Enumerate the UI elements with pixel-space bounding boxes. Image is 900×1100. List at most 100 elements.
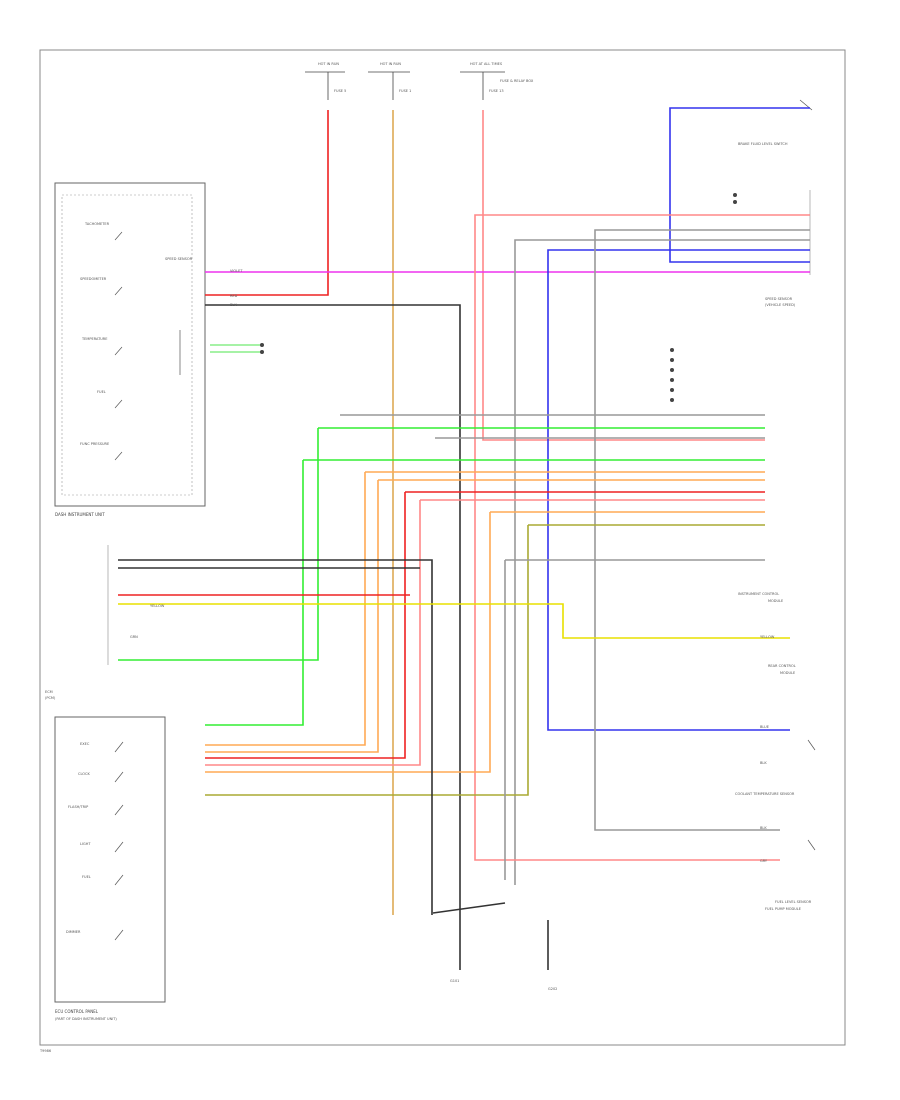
wire-yellow-2 xyxy=(118,603,790,639)
svg-text:FLASH/TRIP: FLASH/TRIP xyxy=(68,805,88,809)
wire-gray-5 xyxy=(504,559,765,880)
panel-switch-dimmer: DIMMER xyxy=(66,929,124,941)
speed-sensor: SPEED SENSOR (VEHICLE SPEED) xyxy=(765,297,796,307)
dash-gauge-tachometer: TACHOMETER xyxy=(84,222,123,241)
connector-dot xyxy=(670,378,674,382)
wire-orange-2 xyxy=(205,479,765,753)
svg-text:FUEL: FUEL xyxy=(82,875,91,879)
svg-text:HOT IN RUN: HOT IN RUN xyxy=(318,62,339,66)
connector-dot xyxy=(670,368,674,372)
rear-control-module: REAR CONTROL MODULE xyxy=(768,664,796,675)
svg-text:HOT IN RUN: HOT IN RUN xyxy=(380,62,401,66)
svg-text:BLUE: BLUE xyxy=(760,725,769,729)
instrument-control-module: INSTRUMENT CONTROL MODULE xyxy=(738,190,811,603)
connector-dot xyxy=(260,343,264,347)
fuse-right: HOT AT ALL TIMES FUSE 13 FUSE & RELAY BO… xyxy=(460,62,534,100)
wire-labels: VIOLET RED BLK YELLOW GRN YELLOW BLUE BL… xyxy=(130,269,775,863)
svg-text:FUEL PUMP MODULE: FUEL PUMP MODULE xyxy=(765,907,801,911)
svg-text:MODULE: MODULE xyxy=(780,671,795,675)
svg-text:(PART OF DASH INSTRUMENT UNIT): (PART OF DASH INSTRUMENT UNIT) xyxy=(55,1017,117,1021)
brake-fluid-switch: BRAKE FLUID LEVEL SWITCH xyxy=(738,99,813,146)
wire-blue-brake xyxy=(669,107,810,263)
connector-dot xyxy=(670,348,674,352)
svg-text:TEMPERATURE: TEMPERATURE xyxy=(81,337,107,341)
svg-text:HOT AT ALL TIMES: HOT AT ALL TIMES xyxy=(470,62,503,66)
dash-gauge-func-pressure: FUNC PRESSURE xyxy=(80,442,123,461)
connector-dot xyxy=(733,200,737,204)
panel-switch-flash-trip: FLASH/TRIP xyxy=(68,804,124,816)
svg-text:G101: G101 xyxy=(450,979,459,983)
connector-dot xyxy=(670,388,674,392)
svg-text:G202: G202 xyxy=(548,987,557,991)
svg-text:GRY: GRY xyxy=(760,859,768,863)
connector-dot xyxy=(670,398,674,402)
svg-text:DASH INSTRUMENT UNIT: DASH INSTRUMENT UNIT xyxy=(55,512,105,517)
coolant-temp-sensor: COOLANT TEMPERATURE SENSOR xyxy=(735,739,816,796)
data-link-connector: ECM (PCM) xyxy=(45,545,109,700)
panel-switch-exec: EXEC xyxy=(80,741,124,753)
svg-text:MODULE: MODULE xyxy=(768,599,783,603)
svg-text:LIGHT: LIGHT xyxy=(80,842,91,846)
wire-black-ground xyxy=(205,304,461,920)
svg-text:(PCM): (PCM) xyxy=(45,696,56,700)
wire-layer xyxy=(118,107,810,970)
wire-blue-coolant xyxy=(547,249,810,731)
svg-text:BLK: BLK xyxy=(760,761,767,765)
connector-dot xyxy=(733,193,737,197)
svg-text:GRN: GRN xyxy=(130,635,138,639)
fuse-left: HOT IN RUN FUSE 5 xyxy=(305,62,346,100)
wire-black-3 xyxy=(432,902,506,914)
wire-gray-1 xyxy=(594,229,810,831)
connector-dot xyxy=(260,350,264,354)
svg-text:INSTRUMENT CONTROL: INSTRUMENT CONTROL xyxy=(738,592,779,596)
wire-green-1 xyxy=(118,427,765,661)
svg-text:ECU CONTROL PANEL: ECU CONTROL PANEL xyxy=(55,1009,99,1014)
svg-text:FUSE 5: FUSE 5 xyxy=(334,89,346,93)
svg-text:FUSE 1: FUSE 1 xyxy=(399,89,411,93)
dash-gauge-speedometer: SPEEDOMETER xyxy=(80,277,123,296)
svg-text:DIMMER: DIMMER xyxy=(66,930,81,934)
wire-olive xyxy=(205,524,765,796)
svg-text:SPEED SENSOR: SPEED SENSOR xyxy=(765,297,793,301)
svg-text:SPEED SENSOR: SPEED SENSOR xyxy=(165,257,193,261)
svg-text:FUSE 13: FUSE 13 xyxy=(489,89,504,93)
diagram-frame xyxy=(39,49,846,1046)
wire-gray-2 xyxy=(514,239,810,885)
wire-orange-3 xyxy=(205,511,765,773)
wire-red-fuse5 xyxy=(205,110,329,296)
svg-text:FUNC PRESSURE: FUNC PRESSURE xyxy=(80,442,109,446)
wire-orange-1 xyxy=(205,471,765,746)
svg-text:YELLOW: YELLOW xyxy=(760,635,775,639)
svg-text:FUSE & RELAY BOX: FUSE & RELAY BOX xyxy=(500,79,534,83)
svg-text:SPEEDOMETER: SPEEDOMETER xyxy=(80,277,107,281)
dash-instrument-unit: DASH INSTRUMENT UNIT TACHOMETER SPEEDOME… xyxy=(54,182,206,517)
svg-text:TACHOMETER: TACHOMETER xyxy=(84,222,110,226)
svg-text:FUEL: FUEL xyxy=(97,390,106,394)
svg-text:CLOCK: CLOCK xyxy=(78,772,90,776)
dash-gauge-fuel: FUEL xyxy=(97,390,123,409)
connector-dot xyxy=(670,358,674,362)
ground-left: G101 xyxy=(450,979,459,983)
wire-pink-top xyxy=(474,214,810,861)
fuse-middle: HOT IN RUN FUSE 1 xyxy=(368,62,411,100)
svg-text:ECM: ECM xyxy=(45,690,53,694)
panel-switch-fuel: FUEL xyxy=(82,874,124,886)
svg-text:VIOLET: VIOLET xyxy=(230,269,243,273)
wire-red-2 xyxy=(205,491,765,759)
svg-text:(VEHICLE SPEED): (VEHICLE SPEED) xyxy=(765,303,796,307)
svg-text:REAR CONTROL: REAR CONTROL xyxy=(768,664,796,668)
fuel-level-sensor: FUEL LEVEL SENSOR FUEL PUMP MODULE xyxy=(765,839,816,911)
panel-switch-clock: CLOCK xyxy=(78,771,124,783)
dash-gauge-temperature: TEMPERATURE xyxy=(81,337,123,356)
ecu-control-panel: ECU CONTROL PANEL (PART OF DASH INSTRUME… xyxy=(54,716,166,1021)
wire-green-2 xyxy=(205,459,765,726)
svg-text:YELLOW: YELLOW xyxy=(150,604,165,608)
svg-text:BLK: BLK xyxy=(230,303,237,307)
wire-pink-2 xyxy=(205,499,765,766)
figure-id: T9986 xyxy=(39,1049,51,1053)
svg-text:COOLANT TEMPERATURE SENSOR: COOLANT TEMPERATURE SENSOR xyxy=(735,792,795,796)
panel-switch-light: LIGHT xyxy=(80,841,124,853)
svg-text:FUEL LEVEL SENSOR: FUEL LEVEL SENSOR xyxy=(775,900,812,904)
svg-text:RED: RED xyxy=(230,294,238,298)
